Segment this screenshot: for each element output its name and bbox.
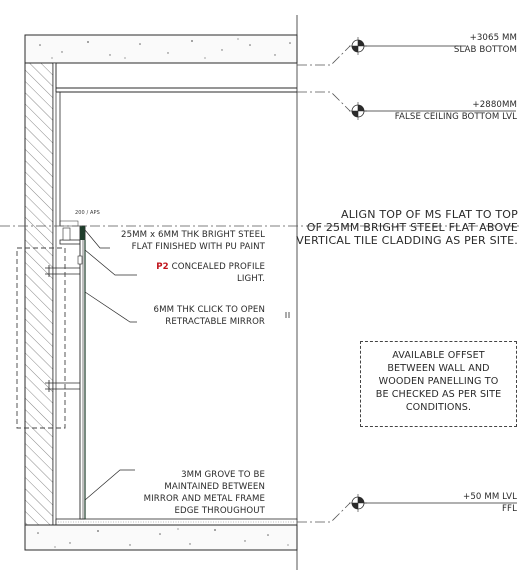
groove-note-line1: 3MM GROVE TO BE xyxy=(181,470,265,480)
offset-note-line3: WOODEN PANELLING TO xyxy=(378,376,499,387)
mirror-note-line1: 6MM THK CLICK TO OPEN xyxy=(153,305,265,315)
groove-note-line2: MAINTAINED BETWEEN xyxy=(164,482,265,492)
profile-tag: P2 xyxy=(156,262,169,272)
profile-light-note-line1: P2 CONCEALED PROFILE xyxy=(110,262,265,273)
level-lines xyxy=(0,45,522,523)
align-note-line3: VERTICAL TILE CLADDING AS PER SITE. xyxy=(296,234,518,247)
level-slab-value: +3065 MM xyxy=(469,33,517,43)
wall-plaster xyxy=(52,62,57,526)
groove-note-line3: MIRROR AND METAL FRAME xyxy=(143,494,265,504)
profile-light-note-line2: LIGHT. xyxy=(236,274,265,284)
level-slab-name: SLAB BOTTOM xyxy=(453,45,517,55)
offset-note-line2: BETWEEN WALL AND xyxy=(387,363,490,374)
level-marker-slab xyxy=(349,37,466,55)
offset-note-line4: BE CHECKED AS PER SITE xyxy=(375,389,502,400)
mirror-assembly xyxy=(59,220,86,520)
break-line xyxy=(285,15,298,570)
dashed-zone xyxy=(16,247,66,429)
level-marker-ceiling xyxy=(349,102,516,120)
offset-note-box xyxy=(360,341,517,427)
steel-flat-note-line1: 25MM x 6MM THK BRIGHT STEEL xyxy=(121,230,265,240)
level-ceiling-name: FALSE CEILING BOTTOM LVL xyxy=(394,112,517,122)
profile-light-text: CONCEALED PROFILE xyxy=(171,262,265,272)
groove-note-line4: EDGE THROUGHOUT xyxy=(174,506,265,516)
level-ffl-value: +50 MM LVL xyxy=(463,492,517,502)
align-note-line2: OF 25MM BRIGHT STEEL FLAT ABOVE xyxy=(306,221,518,234)
mirror-note-line2: RETRACTABLE MIRROR xyxy=(165,317,265,327)
slab-floor xyxy=(24,518,298,551)
leader-lines xyxy=(84,229,137,501)
hatched-wall xyxy=(24,62,54,526)
align-note-line1: ALIGN TOP OF MS FLAT TO TOP xyxy=(341,208,518,221)
fixing-brackets xyxy=(45,265,80,392)
false-ceiling xyxy=(55,63,297,226)
offset-note-line5: CONDITIONS. xyxy=(405,402,472,413)
level-marker-ffl xyxy=(349,494,517,512)
steel-flat-note-line2: FLAT FINISHED WITH PU PAINT xyxy=(131,242,265,252)
level-ceiling-value: +2880MM xyxy=(472,100,517,110)
level-ffl-name: FFL xyxy=(502,504,517,514)
slab-top xyxy=(24,34,298,64)
small-dimension-label: 200 / APS xyxy=(75,210,100,216)
offset-note-line1: AVAILABLE OFFSET xyxy=(392,350,485,361)
